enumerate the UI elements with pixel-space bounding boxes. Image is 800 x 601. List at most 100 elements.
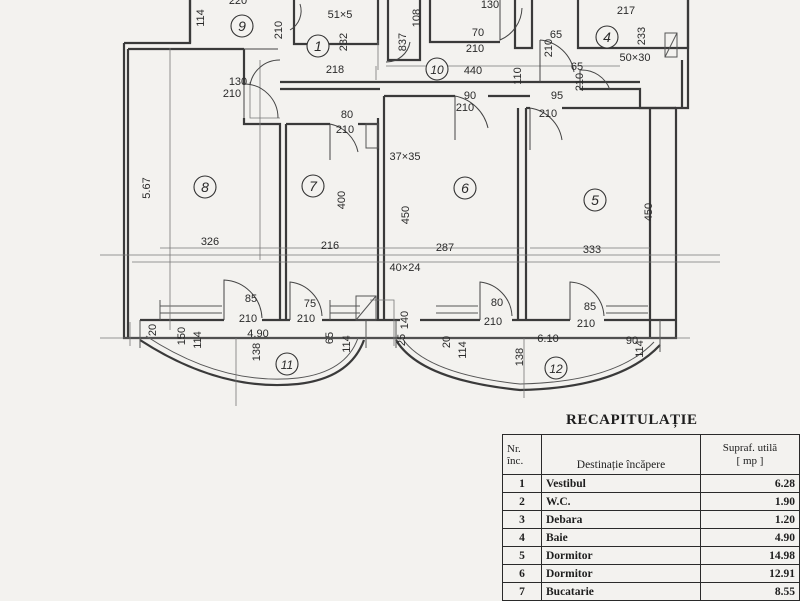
dimension-label: 232 (338, 33, 350, 51)
room-circle (306, 34, 330, 58)
dimension-label: 75 (304, 298, 316, 310)
room-number: 1 (314, 38, 322, 54)
room-circle (595, 25, 619, 49)
dimension-label: 440 (464, 65, 482, 77)
room-circle (583, 188, 607, 212)
room-circle (425, 57, 449, 81)
dimension-label: 80 (341, 109, 353, 121)
dimension-label: 210 (223, 88, 241, 100)
dimension-label: 210 (297, 313, 315, 325)
dimension-label: 114 (195, 9, 207, 27)
recap-header-row: Nr.înc. Destinație încăpere Supraf. util… (502, 434, 800, 475)
room-number: 8 (201, 179, 209, 195)
dimension-label: 210 (273, 21, 285, 39)
dimension-label: 130 (229, 76, 247, 88)
dimension-label: 333 (583, 244, 601, 256)
dimension-label: 210 (466, 43, 484, 55)
dimension-label: 400 (336, 191, 348, 209)
door-swings (223, 0, 611, 320)
dimension-label: 95 (551, 90, 563, 102)
dimension-label: 138 (514, 348, 526, 366)
dimension-label: 220 (229, 0, 247, 7)
dimension-label: 138 (251, 343, 263, 361)
header-area: Supraf. utilă[ mp ] (700, 434, 800, 475)
room-number: 7 (309, 178, 318, 194)
dimension-label: 90 (626, 335, 638, 347)
dimension-label: 65 (571, 61, 583, 73)
room-number: 11 (281, 358, 293, 372)
room-number-markers: 1 4 5 6 7 8 9 10 11 12 (193, 14, 619, 380)
room-circle (275, 352, 299, 376)
dimension-label: 140 (399, 311, 411, 329)
dimension-label: 6.10 (537, 333, 558, 345)
dimension-label: 326 (201, 236, 219, 248)
dimension-label: 5.67 (141, 177, 153, 198)
dimension-label: 216 (321, 240, 339, 252)
room-circle (453, 176, 477, 200)
room-number: 12 (549, 362, 563, 376)
room-number: 10 (430, 63, 444, 77)
dimension-label: 114 (634, 340, 646, 358)
dimension-label: 70 (472, 27, 484, 39)
walls (100, 0, 720, 406)
room-circle (230, 14, 254, 38)
dimension-label: 837 (397, 33, 409, 51)
dimension-label: 25 (396, 334, 408, 346)
dimension-label: 85 (245, 293, 257, 305)
room-number: 6 (461, 180, 469, 196)
dimension-label: 50×30 (620, 52, 651, 64)
dimension-label: 210 (456, 102, 474, 114)
dimension-label: 210 (577, 318, 595, 330)
dimension-label: 37×35 (390, 151, 421, 163)
dimension-label: 217 (617, 5, 635, 17)
dimension-label: 80 (491, 297, 503, 309)
room-number: 4 (603, 29, 611, 45)
dimension-label: 210 (574, 73, 586, 91)
room-circle (544, 356, 568, 380)
dimension-label: 287 (436, 242, 454, 254)
room-circle (193, 175, 217, 199)
dimension-label: 218 (326, 64, 344, 76)
dimension-label: 65 (550, 29, 562, 41)
room-number: 5 (591, 192, 599, 208)
dimension-label: 51×5 (328, 9, 353, 21)
recap-title: RECAPITULAȚIE (566, 412, 698, 428)
header-nr: Nr.înc. (502, 434, 542, 475)
recap-table: Nr.înc. Destinație încăpere Supraf. util… (502, 434, 800, 601)
dimension-label: 210 (539, 108, 557, 120)
room-number: 9 (238, 18, 246, 34)
recapitulation-panel: RECAPITULAȚIE Nr.înc. Destinație încăper… (500, 412, 800, 601)
dimension-label: 210 (543, 39, 555, 57)
dimension-label: 114 (341, 335, 353, 353)
dimension-label: 65 (324, 332, 336, 344)
dimension-label: 40×24 (390, 262, 421, 274)
dimension-label: 450 (643, 203, 655, 221)
dimension-label: 233 (636, 27, 648, 45)
dimension-label: 85 (584, 301, 596, 313)
dimension-label: 20 (441, 336, 453, 348)
header-destination: Destinație încăpere (541, 434, 701, 475)
dimension-label: 450 (400, 206, 412, 224)
dimension-label: 20 (147, 324, 159, 336)
dimension-label: 90 (464, 90, 476, 102)
dimension-label: 114 (457, 341, 469, 359)
dimension-label: 108 (411, 9, 423, 27)
dimension-label: 4.90 (247, 328, 268, 340)
dimension-label: 210 (239, 313, 257, 325)
dimension-label: 110 (512, 67, 524, 85)
dimension-label: 150 (176, 327, 188, 345)
dimension-label: 130 (481, 0, 499, 11)
dimension-label: 210 (336, 124, 354, 136)
room-circle (301, 174, 325, 198)
dimension-label: 210 (484, 316, 502, 328)
dimension-label: 114 (192, 331, 204, 349)
